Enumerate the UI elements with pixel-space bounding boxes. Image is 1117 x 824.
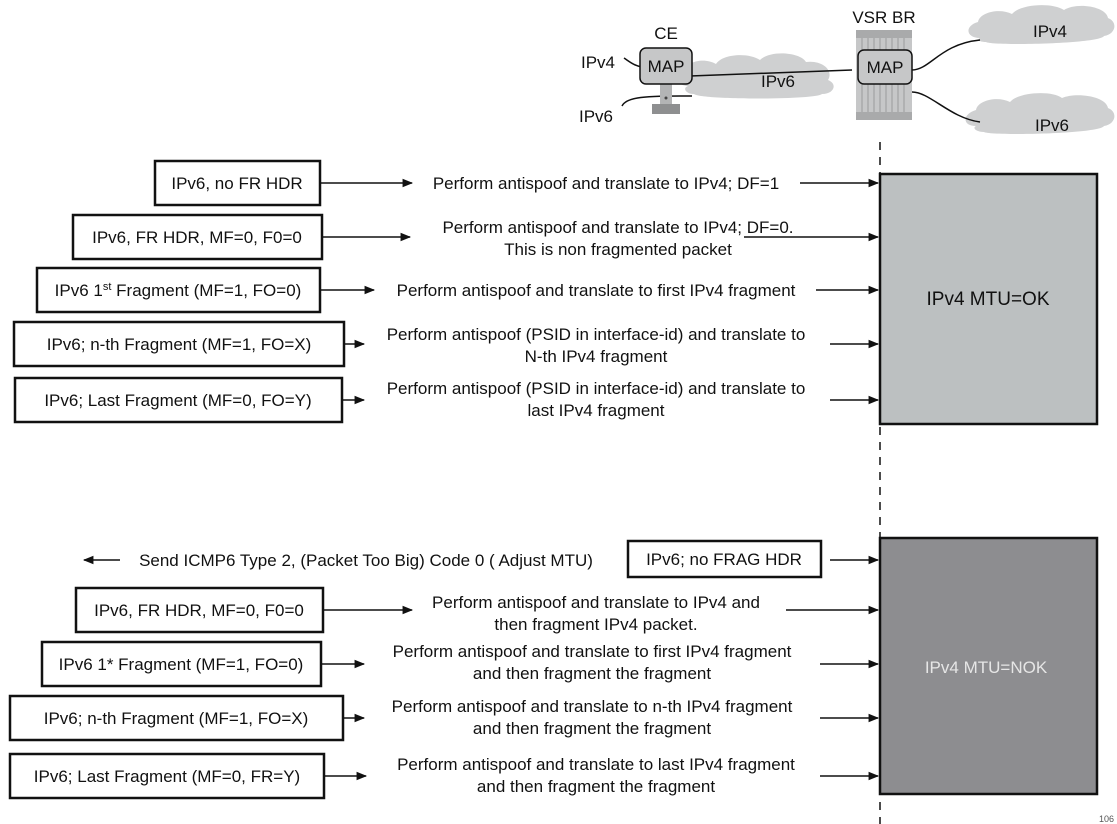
nok-icmp-row: Send ICMP6 Type 2, (Packet Too Big) Code…: [82, 539, 880, 579]
nok-row-1-action-line1: Perform antispoof and translate to IPv4 …: [432, 593, 760, 612]
ce-label: CE: [654, 24, 678, 43]
nok-row-2-action-line1: Perform antispoof and translate to first…: [393, 642, 792, 661]
ce-ipv4-label: IPv4: [581, 53, 615, 72]
ok-row-2: IPv6, FR HDR, MF=0, F0=0 Perform antispo…: [71, 213, 880, 261]
nok-row-3-action-line1: Perform antispoof and translate to n-th …: [392, 697, 793, 716]
section-mtu-ok: IPv4 MTU=OK IPv6, no FR HDR Perform anti…: [12, 159, 1099, 426]
ok-row-4-action-line1: Perform antispoof (PSID in interface-id)…: [387, 325, 806, 344]
ok-row-5-action-line2: last IPv4 fragment: [527, 401, 664, 420]
ce-br-link: [689, 69, 853, 77]
mtu-nok-label: IPv4 MTU=NOK: [925, 658, 1048, 677]
nok-row-2: IPv6 1* Fragment (MF=1, FO=0) Perform an…: [40, 640, 880, 688]
nok-row-4-packet: IPv6; Last Fragment (MF=0, FR=Y): [34, 767, 300, 786]
nok-row-4-action-line2: and then fragment the fragment: [477, 777, 715, 796]
ok-row-4-action-line2: N-th IPv4 fragment: [525, 347, 668, 366]
nok-row-4-packet-box: [8, 752, 326, 800]
ok-row-4-packet: IPv6; n-th Fragment (MF=1, FO=X): [47, 335, 312, 354]
ok-row-3: IPv6 1st Fragment (MF=1, FO=0) Perform a…: [35, 266, 880, 314]
nok-row-1-action-line2: then fragment IPv4 packet.: [494, 615, 697, 634]
nok-row-3: IPv6; n-th Fragment (MF=1, FO=X) Perform…: [8, 694, 880, 742]
mtu-ok-box: [878, 172, 1099, 426]
nok-row-1-packet: IPv6, FR HDR, MF=0, F0=0: [94, 601, 304, 620]
ok-row-1: IPv6, no FR HDR Perform antispoof and tr…: [153, 159, 880, 207]
ok-row-4-packet-box: [12, 320, 346, 368]
ok-row-1-packet: IPv6, no FR HDR: [171, 174, 302, 193]
ce-map-box: [639, 47, 693, 85]
nok-row-1-packet-box: [74, 586, 325, 634]
cloud-ipv4-right-label: IPv4: [1033, 22, 1067, 41]
ce-stand: [660, 82, 672, 104]
ok-row-3-packet-box: [35, 266, 322, 314]
ce-base: [652, 104, 680, 114]
cloud-ipv6-middle-label: IPv6: [761, 72, 795, 91]
vsr-br-device: VSR BR MAP: [852, 8, 916, 120]
cloud-ipv6-right: IPv6: [965, 93, 1115, 135]
topology: IPv6 IPv4 IPv6 CE MAP IPv4 IPv6 V: [579, 5, 1115, 824]
ce-ipv6-label: IPv6: [579, 107, 613, 126]
ok-row-2-packet: IPv6, FR HDR, MF=0, F0=0: [92, 228, 302, 247]
ok-row-2-action-line2: This is non fragmented packet: [504, 240, 732, 259]
ok-row-2-packet-box: [71, 213, 324, 261]
nok-row-4: IPv6; Last Fragment (MF=0, FR=Y) Perform…: [8, 752, 880, 800]
nok-row-3-action-line2: and then fragment the fragment: [473, 719, 711, 738]
nok-row-1: IPv6, FR HDR, MF=0, F0=0 Perform antispo…: [74, 586, 880, 634]
nok-icmp-packet-box: [626, 539, 823, 579]
nok-row-4-action-line1: Perform antispoof and translate to last …: [397, 755, 795, 774]
nok-row-2-action-line2: and then fragment the fragment: [473, 664, 711, 683]
ce-map-label: MAP: [648, 57, 685, 76]
br-label: VSR BR: [852, 8, 915, 27]
ok-row-5-packet-box: [13, 376, 344, 424]
nok-row-3-packet: IPv6; n-th Fragment (MF=1, FO=X): [44, 709, 309, 728]
ok-row-1-packet-box: [153, 159, 322, 207]
br-map-label: MAP: [867, 58, 904, 77]
figure-id: 106: [1099, 814, 1114, 824]
ok-row-5-action-line1: Perform antispoof (PSID in interface-id)…: [387, 379, 806, 398]
ok-row-1-action: Perform antispoof and translate to IPv4;…: [433, 174, 779, 193]
br-ipv4-link: [911, 39, 981, 71]
mtu-ok-label: IPv4 MTU=OK: [927, 289, 1050, 310]
ok-row-2-action-line1: Perform antispoof and translate to IPv4;…: [442, 218, 793, 237]
mtu-nok-box: [878, 536, 1099, 796]
br-ipv6-link: [911, 91, 981, 123]
ce-ipv6-link: [621, 95, 692, 107]
section-mtu-nok: IPv4 MTU=NOK Send ICMP6 Type 2, (Packet …: [8, 536, 1099, 800]
cloud-ipv4-right: IPv4: [968, 5, 1115, 45]
ce-device: CE MAP IPv4 IPv6: [579, 24, 693, 126]
ok-row-3-packet: IPv6 1st Fragment (MF=1, FO=0): [55, 281, 302, 300]
nok-icmp-action: Send ICMP6 Type 2, (Packet Too Big) Code…: [139, 551, 593, 570]
cloud-ipv6-middle: IPv6: [677, 53, 834, 99]
ok-row-4: IPv6; n-th Fragment (MF=1, FO=X) Perform…: [12, 320, 880, 368]
ok-row-3-action: Perform antispoof and translate to first…: [397, 281, 796, 300]
nok-row-2-packet: IPv6 1* Fragment (MF=1, FO=0): [59, 655, 304, 674]
nok-icmp-packet: IPv6; no FRAG HDR: [646, 550, 802, 569]
nok-row-3-packet-box: [8, 694, 345, 742]
ok-row-5: IPv6; Last Fragment (MF=0, FO=Y) Perform…: [13, 376, 880, 424]
br-map-box: [857, 49, 913, 85]
ok-row-5-packet: IPv6; Last Fragment (MF=0, FO=Y): [44, 391, 311, 410]
cloud-ipv6-right-label: IPv6: [1035, 116, 1069, 135]
